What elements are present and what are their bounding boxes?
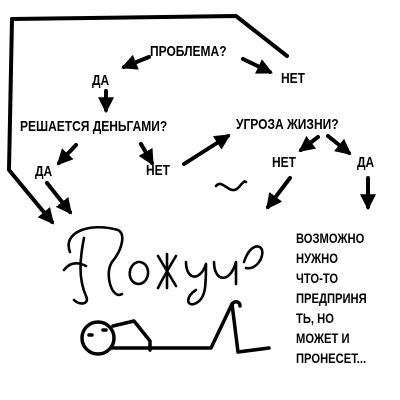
node-threat-no: НЕТ bbox=[272, 154, 296, 171]
arrow-money-no-to-threat bbox=[182, 134, 231, 166]
arrow-money-yes-to-outcome bbox=[45, 181, 72, 215]
loop-back-line bbox=[7, 14, 289, 225]
note-line: ВОЗМОЖНО bbox=[296, 230, 365, 246]
arrow-problem-yes bbox=[121, 54, 151, 70]
arrow-money-yes bbox=[56, 143, 78, 166]
note-line: ЧТО-ТО bbox=[296, 270, 339, 286]
note-line: ПРОНЕСЕТ... bbox=[296, 350, 367, 366]
figure-knee bbox=[230, 300, 242, 308]
arrow-threat-no bbox=[298, 135, 320, 152]
arrow-money-no bbox=[138, 142, 154, 166]
node-problem: ПРОБЛЕМА? bbox=[150, 43, 227, 60]
figure-arm bbox=[111, 319, 152, 352]
node-money-question: РЕШАЕТСЯ ДЕНЬГАМИ? bbox=[20, 118, 168, 135]
figure-head bbox=[80, 320, 116, 356]
lying-figure bbox=[80, 300, 271, 356]
node-threat-yes: ДА bbox=[357, 154, 375, 171]
node-money-no: НЕТ bbox=[146, 162, 170, 179]
arrow-problem-no bbox=[241, 57, 273, 74]
node-threat-question: УГРОЗА ЖИЗНИ? bbox=[236, 116, 339, 133]
figure-body bbox=[109, 302, 271, 354]
arrow-threat-yes bbox=[326, 134, 352, 156]
node-money-yes: ДА bbox=[35, 163, 53, 180]
node-problem-yes: ДА bbox=[92, 72, 110, 89]
note-line: ТЬ, НО bbox=[296, 310, 334, 326]
note-line: МОЖЕТ И bbox=[296, 330, 350, 346]
node-problem-no: НЕТ bbox=[281, 70, 305, 87]
note-line: НУЖНО bbox=[296, 250, 338, 266]
arrow-threat-no-to-outcome bbox=[266, 176, 292, 210]
outcome-note: ВОЗМОЖНО НУЖНО ЧТО-ТО ПРЕДПРИНЯ ТЬ, НО М… bbox=[296, 228, 392, 368]
outcome-lettering bbox=[62, 180, 264, 306]
note-line: ПРЕДПРИНЯ bbox=[296, 290, 367, 306]
